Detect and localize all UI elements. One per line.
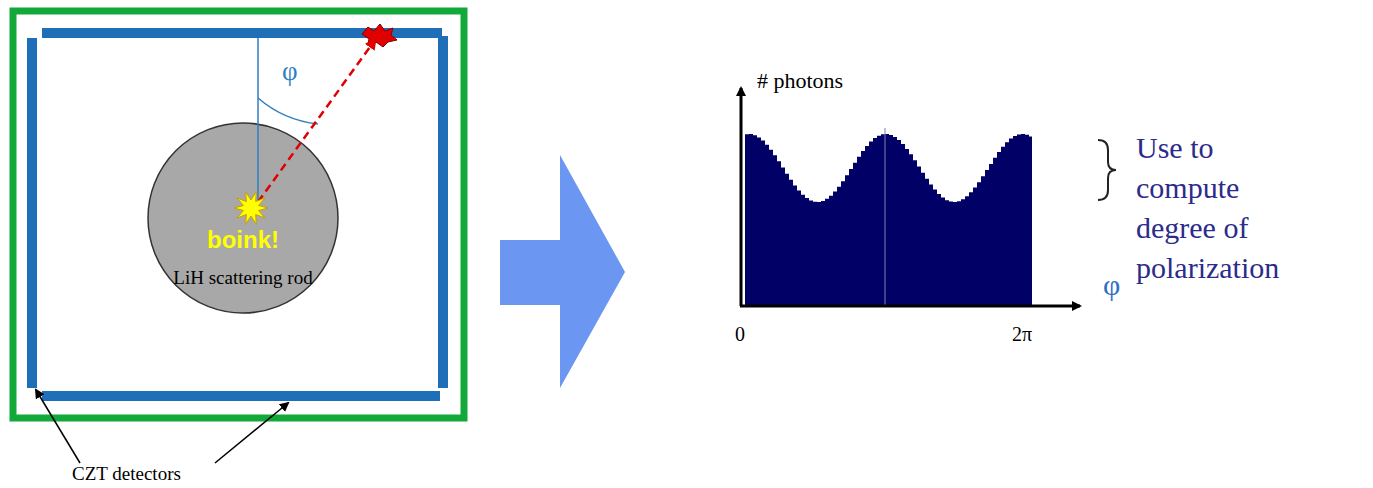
axis-tick: 2π bbox=[1012, 323, 1032, 346]
leader-line bbox=[36, 390, 80, 463]
axis-symbol: φ bbox=[1103, 268, 1120, 302]
x-axis bbox=[740, 305, 1080, 308]
divider bbox=[885, 128, 886, 305]
housing bbox=[13, 11, 464, 418]
part-label: CZT detectors bbox=[72, 463, 181, 485]
burst-word: boink! bbox=[207, 226, 279, 254]
note-text: Use to compute degree of polarization bbox=[1136, 128, 1306, 288]
scattering-rod: boink! LiH scattering rod bbox=[147, 122, 339, 314]
axis-tick: 0 bbox=[735, 323, 745, 346]
bracket bbox=[1098, 140, 1116, 200]
leader-line bbox=[215, 403, 288, 463]
histogram-bars bbox=[745, 134, 1032, 306]
detector-bar bbox=[42, 391, 440, 401]
y-axis bbox=[740, 88, 743, 306]
detector-bar bbox=[438, 36, 448, 388]
angle-arc bbox=[258, 98, 318, 124]
detector-bar bbox=[27, 38, 37, 388]
part-name: LiH scattering rod bbox=[173, 267, 312, 289]
angle-symbol: φ bbox=[282, 56, 298, 87]
hit-burst bbox=[362, 24, 397, 47]
axis-title: # photons bbox=[757, 68, 843, 94]
flow-arrow bbox=[500, 155, 625, 388]
